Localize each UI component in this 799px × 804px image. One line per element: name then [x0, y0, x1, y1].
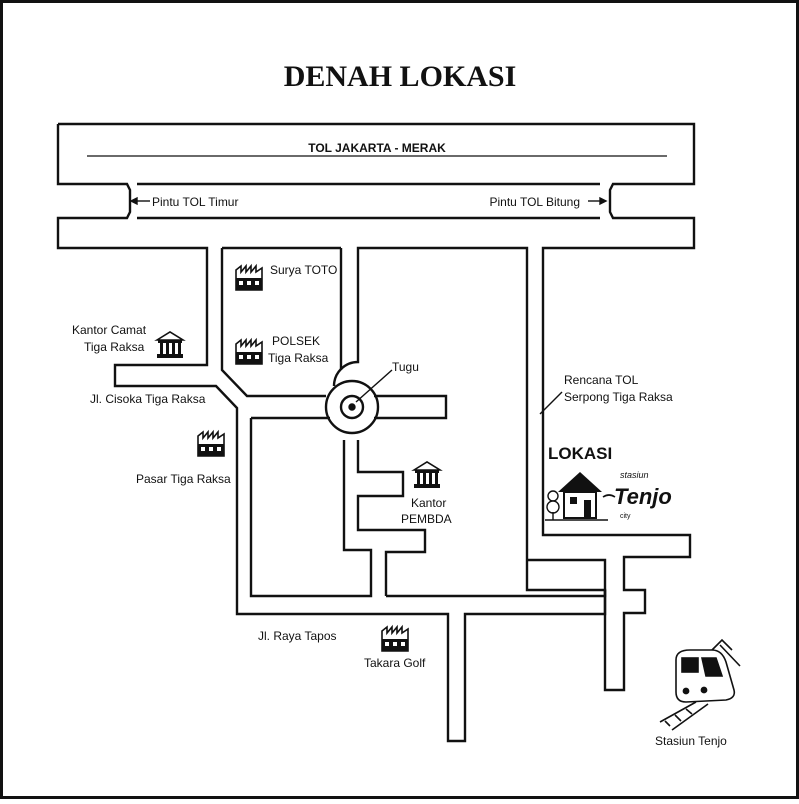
city-roads [220, 246, 607, 598]
cisoka-road-label: Jl. Cisoka Tiga Raksa [90, 392, 206, 406]
location-label: LOKASI [548, 444, 612, 463]
train-icon [659, 638, 741, 731]
pasar-label: Pasar Tiga Raksa [136, 472, 231, 486]
station-label: Stasiun Tenjo [655, 734, 727, 748]
brand-main-text: Tenjo [614, 484, 672, 509]
exit-east-label: Pintu TOL Timur [152, 195, 238, 209]
polsek-label-2: Tiga Raksa [268, 351, 329, 365]
brand-top-text: stasiun [620, 470, 649, 480]
brand-swash [602, 494, 616, 498]
kantor-camat-label-2: Tiga Raksa [84, 340, 145, 354]
exit-west-label: Pintu TOL Bitung [489, 195, 580, 209]
planned-toll-label-1: Rencana TOL [564, 373, 639, 387]
toll-road-label: TOL JAKARTA - MERAK [308, 141, 446, 155]
page-title: DENAH LOKASI [284, 60, 517, 93]
polsek-label-1: POLSEK [272, 334, 320, 348]
planned-toll-label-2: Serpong Tiga Raksa [564, 390, 673, 404]
tugu-label: Tugu [392, 360, 419, 374]
tapos-road-label: Jl. Raya Tapos [258, 629, 337, 643]
surya-toto-label: Surya TOTO [270, 263, 337, 277]
exit-arrows [129, 196, 608, 206]
pembda-label-1: Kantor [411, 496, 446, 510]
kantor-camat-label-1: Kantor Camat [72, 323, 147, 337]
takara-golf-label: Takara Golf [364, 656, 426, 670]
pembda-label-2: PEMBDA [401, 512, 452, 526]
leader-lines [355, 369, 563, 415]
house-icon [545, 472, 608, 521]
brand-sub-text: city [620, 513, 631, 520]
